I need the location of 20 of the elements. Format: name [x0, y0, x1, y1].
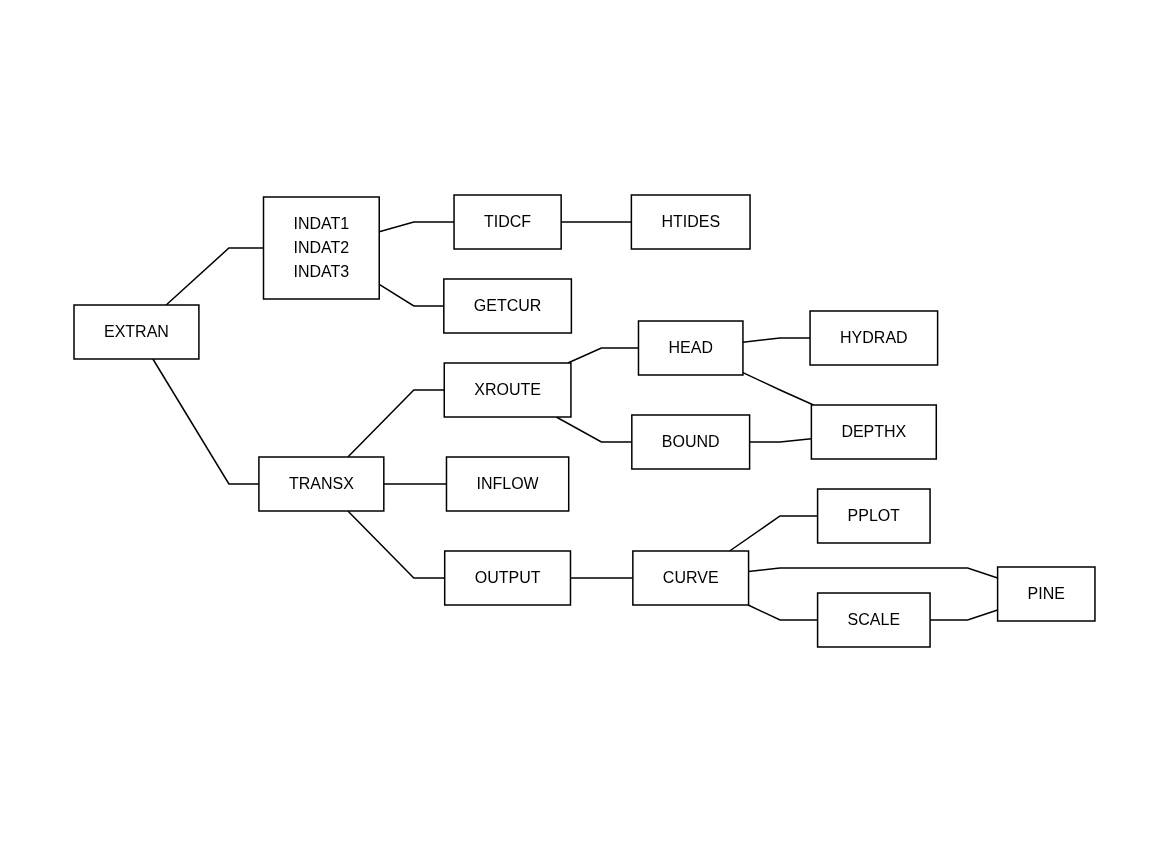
node-box: HYDRAD: [809, 310, 939, 366]
node-box: OUTPUT: [443, 550, 572, 606]
node-box: CURVE: [632, 550, 750, 606]
node-box: HEAD: [637, 320, 744, 376]
node-box: INDAT1 INDAT2 INDAT3: [262, 196, 380, 300]
node-box: SCALE: [816, 592, 931, 648]
node-box: HTIDES: [630, 194, 751, 250]
node-box: TIDCF: [453, 194, 562, 250]
node-box: BOUND: [631, 414, 751, 470]
connector: [742, 337, 811, 343]
node-box: DEPTHX: [810, 404, 938, 460]
node-box: INFLOW: [445, 456, 570, 512]
node-box: PINE: [996, 566, 1096, 622]
connector: [742, 371, 815, 406]
node-box: PPLOT: [816, 488, 931, 544]
node-box: GETCUR: [443, 278, 573, 334]
node-box: TRANSX: [258, 456, 385, 512]
node-box: XROUTE: [443, 362, 572, 418]
node-box: EXTRAN: [73, 304, 200, 360]
connector: [347, 389, 445, 458]
